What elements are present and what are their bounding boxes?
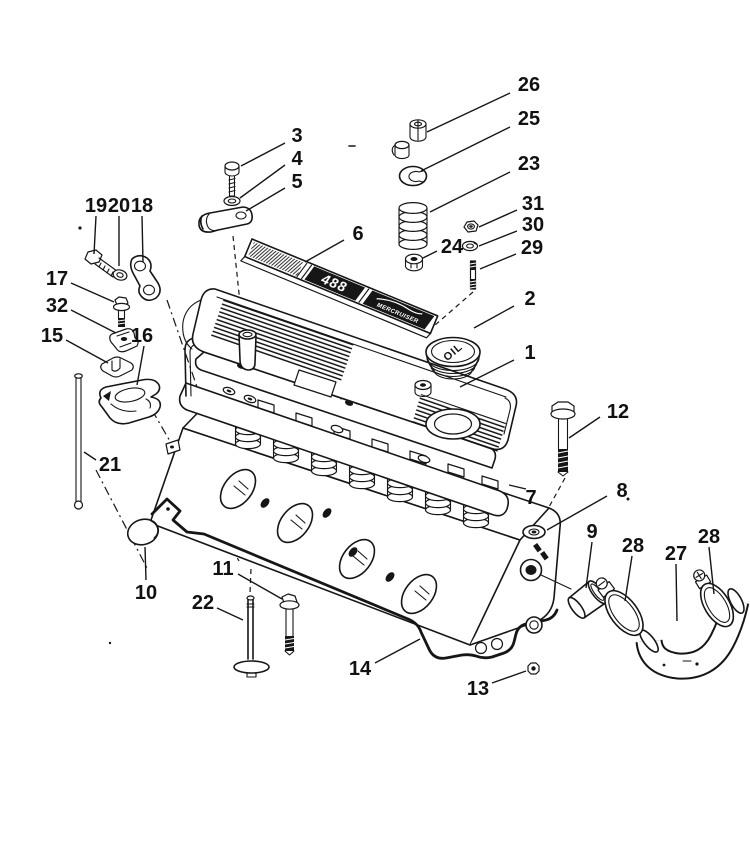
callout-part-16: 16	[131, 325, 153, 347]
callout-part-28-right: 28	[698, 526, 720, 548]
callout-part-15: 15	[41, 325, 63, 347]
lock-washer-20	[112, 269, 128, 281]
callout-part-3: 3	[291, 125, 302, 147]
cable-clip-5	[198, 206, 253, 233]
callout-part-29: 29	[521, 237, 543, 259]
callout-part-17: 17	[46, 268, 68, 290]
callout-part-20: 20	[108, 195, 130, 217]
lock-washer-30	[461, 240, 479, 252]
hose-clamp-left	[595, 577, 644, 637]
core-plug-10	[126, 518, 160, 546]
callout-part-32: 32	[46, 295, 68, 317]
callout-part-11: 11	[212, 558, 233, 580]
callout-part-23: 23	[518, 153, 540, 175]
spring-retainer	[398, 165, 428, 187]
head-right-face	[469, 507, 562, 646]
oil-cap: OIL	[425, 336, 481, 380]
bolt-12	[550, 401, 576, 477]
bolt-19	[84, 249, 118, 278]
callout-part-21: 21	[99, 454, 121, 476]
callout-part-10: 10	[135, 582, 157, 604]
callout-part-13: 13	[467, 678, 489, 700]
cover-nut	[414, 379, 432, 398]
callout-part-26: 26	[518, 74, 540, 96]
rocker-arm-16	[98, 378, 162, 425]
callout-part-24: 24	[441, 236, 464, 258]
valve-22	[233, 595, 270, 678]
nut-13	[527, 662, 540, 675]
bolt-17	[112, 296, 131, 327]
valve-keepers	[391, 119, 427, 160]
hose-sleeve	[567, 580, 608, 619]
callout-part-25: 25	[518, 108, 540, 130]
head-end-boss	[519, 524, 549, 582]
exhaust-elbow-group	[567, 569, 750, 680]
callout-part-14: 14	[349, 658, 372, 680]
callout-part-5: 5	[291, 171, 302, 193]
retainer-strap-18	[129, 254, 161, 302]
washer-4	[223, 195, 241, 207]
callout-part-8: 8	[616, 480, 627, 502]
rocker-cover	[182, 288, 518, 469]
head-gasket	[150, 497, 559, 660]
deck-bolt-holes	[260, 498, 395, 582]
rocker-pivot-15	[100, 356, 134, 378]
callout-part-6: 6	[352, 223, 363, 245]
push-rod-21	[73, 373, 84, 510]
scan-specks	[78, 145, 630, 645]
callout-part-30: 30	[522, 214, 544, 236]
callout-part-7: 7	[525, 487, 536, 509]
leader-lines	[65, 92, 715, 684]
callout-part-27: 27	[665, 543, 687, 565]
callout-part-1: 1	[524, 342, 535, 364]
screw-3	[224, 161, 240, 197]
valve-cover-decal: 488 MERCRUISER	[240, 238, 439, 339]
spring-nut	[404, 253, 424, 272]
callout-part-19: 19	[85, 195, 107, 217]
cover-fins-left	[211, 298, 354, 381]
stud-29	[469, 260, 477, 290]
callout-part-9: 9	[586, 521, 597, 543]
callout-part-12: 12	[607, 401, 629, 423]
callout-part-31: 31	[522, 193, 544, 215]
clip-32	[109, 328, 139, 353]
callout-part-18: 18	[131, 195, 153, 217]
hex-nut-31	[463, 220, 479, 233]
callout-part-4: 4	[291, 148, 303, 170]
valve-spring	[398, 202, 428, 251]
callout-part-28-left: 28	[622, 535, 644, 557]
gasket-holes	[222, 386, 431, 464]
callout-labels: 26 25 23 31 30 29 24 3 4 5 6 2 1 12 19 2…	[41, 74, 720, 700]
elbow-hose	[635, 588, 750, 680]
combustion-chambers	[219, 468, 438, 615]
breather-tube	[238, 329, 257, 371]
hose-clamp-right	[693, 569, 735, 628]
bolt-11	[279, 593, 300, 656]
callout-part-2: 2	[524, 288, 535, 310]
callout-part-22: 22	[192, 592, 214, 614]
